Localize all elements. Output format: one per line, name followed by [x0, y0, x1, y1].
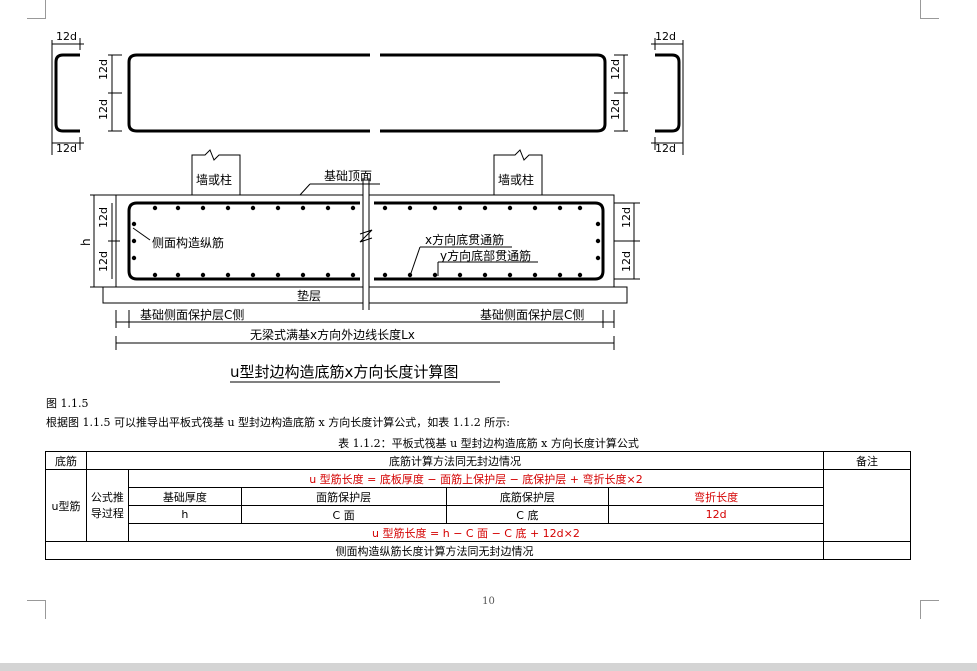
crop-mark-bottom-right — [920, 600, 939, 619]
svg-text:y方向底部贯通筋: y方向底部贯通筋 — [440, 248, 531, 263]
svg-text:12d: 12d — [56, 142, 77, 155]
param-header: 底筋保护层 — [445, 487, 610, 506]
param-value: C 底 — [445, 505, 610, 524]
table-row: u型筋 公式推导过程 u 型筋长度 = 底板厚度 − 面筋上保护层 − 底保护层… — [45, 469, 911, 542]
remark-cell — [823, 469, 911, 542]
footer-remark-cell — [823, 541, 911, 560]
svg-text:x方向底贯通筋: x方向底贯通筋 — [425, 232, 504, 247]
table-row: u 型筋长度 = h − C 面 − C 底 + 12d×2 — [46, 523, 911, 542]
svg-text:基础顶面: 基础顶面 — [324, 169, 372, 183]
header-cell: 底筋 — [45, 451, 87, 470]
body-paragraph: 根据图 1.1.5 可以推导出平板式筏基 u 型封边构造底筋 x 方向长度计算公… — [46, 416, 510, 429]
svg-text:12d: 12d — [97, 207, 110, 228]
svg-text:12d: 12d — [609, 99, 622, 120]
svg-text:12d: 12d — [56, 30, 77, 43]
header-cell: 底筋计算方法同无封边情况 — [85, 451, 825, 470]
formula-cell: u 型筋长度 = 底板厚度 − 面筋上保护层 − 底保护层 + 弯折长度×2 — [127, 469, 825, 488]
svg-text:12d: 12d — [620, 207, 633, 228]
svg-text:12d: 12d — [97, 251, 110, 272]
param-header: 弯折长度 — [608, 487, 825, 506]
figure-number: 图 1.1.5 — [46, 397, 89, 410]
formula-table: 底筋 底筋计算方法同无封边情况 备注 u型筋 公式推导过程 u 型筋长度 = 底… — [44, 451, 911, 560]
table-row: 基础厚度 面筋保护层 底筋保护层 弯折长度 — [46, 487, 911, 506]
svg-text:12d: 12d — [620, 251, 633, 272]
svg-text:墙或柱: 墙或柱 — [196, 172, 232, 187]
svg-text:h: h — [79, 238, 93, 246]
svg-text:墙或柱: 墙或柱 — [498, 172, 534, 187]
svg-text:12d: 12d — [609, 59, 622, 80]
table-footer-row: 侧面构造纵筋长度计算方法同无封边情况 — [44, 541, 911, 560]
process-cell: 公式推导过程 — [85, 469, 129, 542]
param-value: 12d — [608, 505, 825, 524]
table-row: h C 面 C 底 12d — [46, 505, 911, 524]
footer-cell: 侧面构造纵筋长度计算方法同无封边情况 — [44, 541, 825, 560]
window-bottom-bar — [0, 663, 977, 671]
svg-text:基础侧面保护层C侧: 基础侧面保护层C侧 — [480, 308, 584, 322]
svg-text:12d: 12d — [655, 142, 676, 155]
rebar-drawing: 12d 12d 12d 12d 12d 12d 12d 12d 12d 12d … — [51, 30, 684, 383]
page-number: 10 — [482, 596, 495, 607]
crop-mark-bottom-left — [27, 600, 46, 619]
param-value: C 面 — [240, 505, 447, 524]
param-header: 基础厚度 — [127, 487, 242, 506]
svg-text:12d: 12d — [97, 59, 110, 80]
table-header-row: 底筋 底筋计算方法同无封边情况 备注 — [45, 451, 911, 470]
svg-text:12d: 12d — [655, 30, 676, 43]
table-caption: 表 1.1.2：平板式筏基 u 型封边构造底筋 x 方向长度计算公式 — [338, 437, 639, 450]
crop-mark-top-left — [27, 0, 46, 19]
svg-text:垫层: 垫层 — [297, 288, 321, 303]
header-cell: 备注 — [823, 451, 911, 470]
formula-cell: u 型筋长度 = h − C 面 − C 底 + 12d×2 — [127, 523, 825, 542]
svg-text:无梁式满基x方向外边线长度Lx: 无梁式满基x方向外边线长度Lx — [250, 327, 415, 342]
param-value: h — [127, 505, 242, 524]
rebar-type-cell: u型筋 — [45, 469, 87, 542]
svg-text:侧面构造纵筋: 侧面构造纵筋 — [152, 235, 224, 250]
crop-mark-top-right — [920, 0, 939, 19]
svg-text:基础侧面保护层C侧: 基础侧面保护层C侧 — [140, 308, 244, 322]
svg-text:12d: 12d — [97, 99, 110, 120]
param-header: 面筋保护层 — [240, 487, 447, 506]
drawing-caption: u型封边构造底筋x方向长度计算图 — [230, 363, 458, 381]
